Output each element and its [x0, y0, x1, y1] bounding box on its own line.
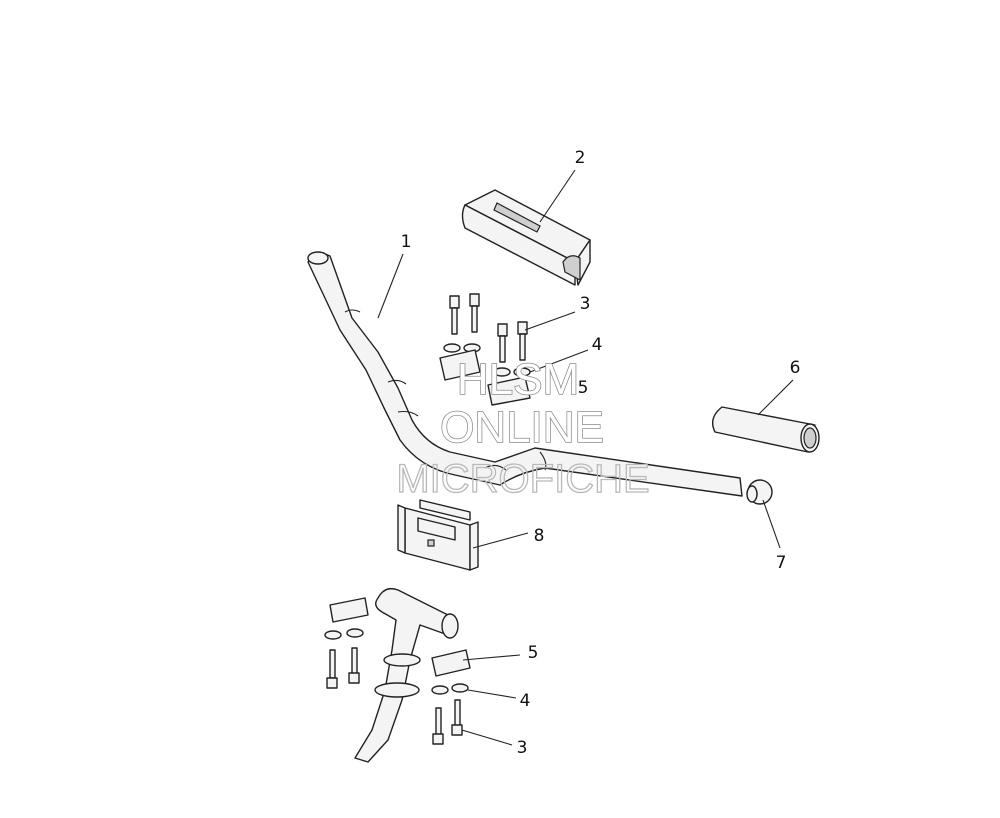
- lower-left-hardware: [324, 597, 369, 689]
- upper-bolts: [449, 293, 528, 363]
- callout-8: 8: [534, 526, 545, 546]
- upper-washers: [443, 343, 531, 377]
- callout-4-lower: 4: [520, 691, 531, 711]
- callout-2: 2: [575, 148, 586, 168]
- watermark-line-1: HLSM: [457, 355, 579, 404]
- callout-1: 1: [401, 232, 412, 252]
- upper-clamps: [439, 349, 531, 406]
- callout-3-upper: 3: [580, 294, 591, 314]
- callout-6: 6: [790, 358, 801, 378]
- lower-right-hardware: [431, 649, 471, 745]
- watermark-line-3: MICROFICHE: [396, 457, 649, 501]
- callout-4-upper: 4: [592, 335, 603, 355]
- end-plug: [746, 479, 773, 505]
- watermark: HLSM ONLINE MICROFICHE: [396, 354, 651, 501]
- leader-lines: [377, 169, 794, 746]
- callout-5-lower: 5: [528, 643, 539, 663]
- handlebar-pad: [461, 189, 591, 286]
- bracket: [397, 499, 479, 571]
- grip: [712, 406, 820, 453]
- callout-3-lower: 3: [517, 738, 528, 758]
- steering-column: [354, 587, 459, 763]
- handlebar: [307, 251, 743, 497]
- callout-7: 7: [776, 553, 787, 573]
- callout-5-upper: 5: [578, 378, 589, 398]
- watermark-line-2: ONLINE: [440, 403, 604, 452]
